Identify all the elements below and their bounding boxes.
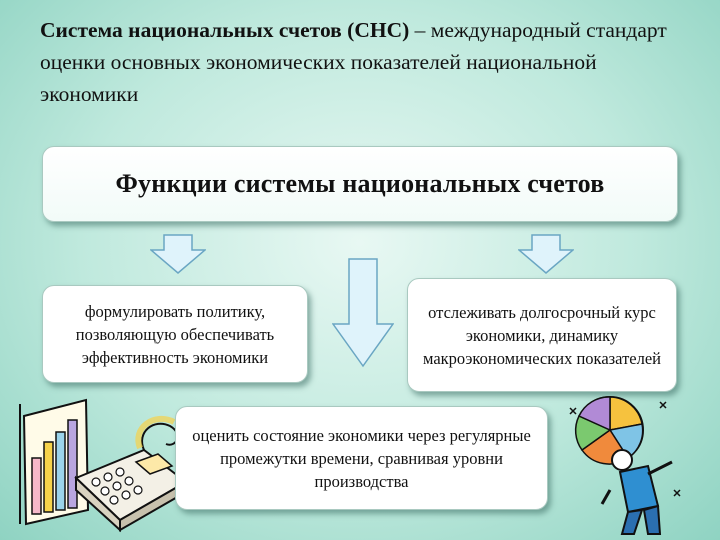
title-term: Система национальных счетов (СНС) [40, 18, 410, 42]
arrow-down-icon [518, 234, 574, 274]
function-box-policy: формулировать политику, позволяющую обес… [42, 285, 308, 383]
person-icon [600, 449, 673, 535]
arrow-down-icon [332, 258, 394, 368]
functions-heading: Функции системы национальных счетов [115, 169, 605, 198]
function-text-assessment: оценить состояние экономики через регуля… [192, 425, 531, 491]
arrow-down-icon [150, 234, 206, 274]
calculator-icon [74, 448, 188, 533]
pie-chart-person-clipart [569, 396, 681, 535]
function-text-trend: отслеживать долгосрочный курс экономики,… [422, 302, 661, 368]
functions-heading-box: Функции системы национальных счетов [42, 146, 678, 222]
function-box-trend: отслеживать долгосрочный курс экономики,… [407, 278, 677, 392]
function-box-assessment: оценить состояние экономики через регуля… [175, 406, 548, 510]
slide-title: Система национальных счетов (СНС) – межд… [40, 14, 700, 110]
title-definition: – международный стандарт оценки основных… [40, 18, 667, 106]
pie-chart-icon [574, 396, 644, 465]
function-text-policy: формулировать политику, позволяющую обес… [75, 301, 275, 367]
office-calculator-clipart [19, 398, 188, 533]
paper-tape-icon [135, 415, 179, 451]
bar-chart-icon [19, 398, 90, 526]
